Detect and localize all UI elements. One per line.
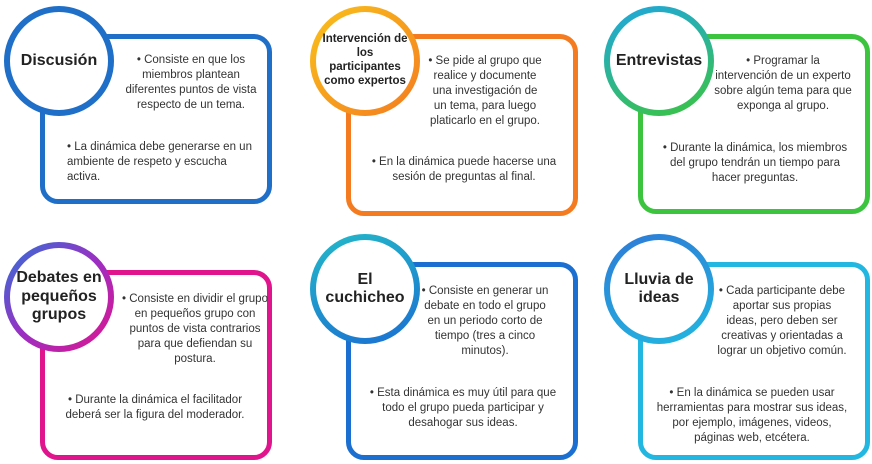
card-point-1: • Se pide al grupo que realice y documen… bbox=[428, 55, 542, 127]
card-point-1: • Cada participante debe aportar sus pro… bbox=[717, 285, 847, 357]
card-title: Discusión bbox=[20, 51, 98, 69]
circle-entrevistas: Entrevistas bbox=[604, 6, 714, 116]
card-title: Debates en pequeños grupos bbox=[16, 269, 102, 324]
circle-cuchicheo: El cuchicheo bbox=[310, 234, 420, 344]
card-point-2: • Durante la dinámica, los miembros del … bbox=[662, 142, 848, 184]
circle-debates: Debates en pequeños grupos bbox=[4, 242, 114, 352]
card-point-1: • Consiste en generar un debate en todo … bbox=[421, 285, 549, 357]
card-point-2: • La dinámica debe generarse en un ambie… bbox=[67, 141, 252, 183]
circle-lluvia: Lluvia de ideas bbox=[604, 234, 714, 344]
card-title: Intervención de los participantes como e… bbox=[322, 33, 408, 87]
card-point-1: • Consiste en dividir el grupo en pequeñ… bbox=[122, 293, 268, 365]
card-point-1: • Consiste en que los miembros plantean … bbox=[125, 54, 257, 111]
circle-intervencion: Intervención de los participantes como e… bbox=[310, 6, 420, 116]
circle-discusion: Discusión bbox=[4, 6, 114, 116]
card-point-2: • En la dinámica se pueden usar herramie… bbox=[656, 387, 848, 444]
card-title: El cuchicheo bbox=[325, 270, 405, 306]
card-point-1: • Programar la intervención de un expert… bbox=[714, 55, 852, 112]
card-point-2: • Esta dinámica es muy útil para que tod… bbox=[369, 387, 557, 429]
card-point-2: • Durante la dinámica el facilitador deb… bbox=[65, 394, 245, 421]
card-title: Entrevistas bbox=[615, 51, 703, 69]
card-point-2: • En la dinámica puede hacerse una sesió… bbox=[371, 156, 557, 183]
card-title: Lluvia de ideas bbox=[624, 270, 694, 306]
